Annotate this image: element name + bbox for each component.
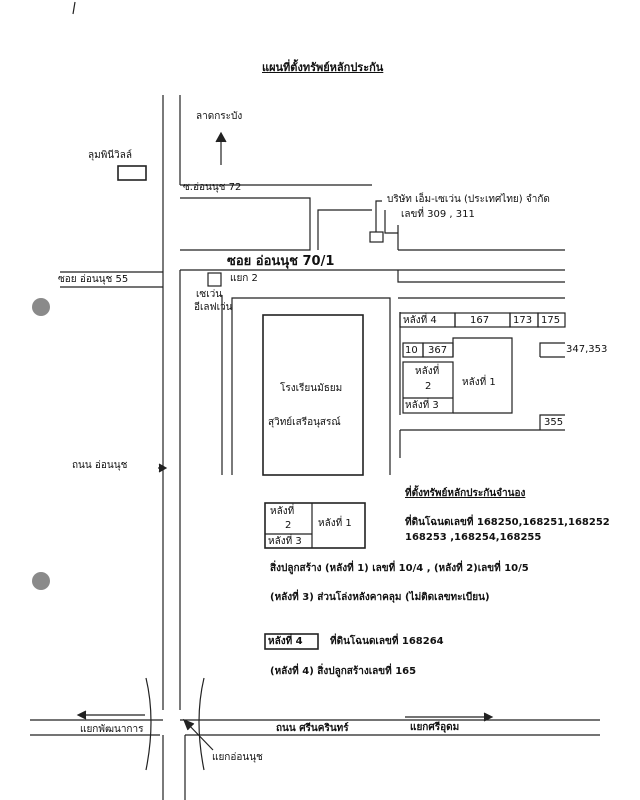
label-srinakarin: ถนน ศรีนครินทร์	[276, 723, 349, 734]
legend-deed-line1: ที่ดินโฉนดเลขที่ 168250,168251,168252	[405, 517, 610, 528]
legend-h4-building: (หลังที่ 4) สิ่งปลูกสร้างเลขที่ 165	[270, 666, 417, 677]
label-yaek-2: แยก 2	[230, 273, 258, 284]
label-lumpini: ลุมพินีวิลล์	[88, 150, 133, 161]
legend-heading: ที่ตั้งทรัพย์หลักประกันจำนอง	[405, 488, 526, 499]
label-soi-70-1: ซอย อ่อนนุช 70/1	[227, 254, 335, 269]
lot-h-2: 2	[425, 381, 432, 392]
legend-building: สิ่งปลูกสร้าง (หลังที่ 1) เลขที่ 10/4 , …	[270, 563, 529, 574]
label-soi-72: ซ.อ่อนนุช 72	[183, 182, 242, 193]
label-onnut-junction: แยกอ่อนนุช	[212, 752, 263, 763]
label-pattanakarn: แยกพัฒนาการ	[80, 724, 144, 735]
lot-173: 173	[513, 315, 533, 326]
punch-hole-bottom	[32, 572, 50, 590]
punch-hole-top	[32, 298, 50, 316]
legend-h4-deed: ที่ดินโฉนดเลขที่ 168264	[330, 636, 444, 647]
label-school-1: โรงเรียนมัธยม	[280, 383, 343, 394]
label-seven-eleven-2: อีเลฟเว่น	[194, 302, 233, 313]
legend-h1: หลังที่ 1	[318, 518, 352, 529]
legend-h4-box: หลังที่ 4	[268, 636, 303, 647]
legend-h3: หลังที่ 3	[268, 536, 302, 547]
lot-h-top: หลังที่	[415, 366, 440, 377]
lot-175: 175	[541, 315, 561, 326]
legend-h-top: หลังที่	[270, 506, 295, 517]
legend-h-2: 2	[285, 520, 292, 531]
lot-h4: หลังที่ 4	[403, 315, 437, 326]
label-school-2: สุวิทย์เสรีอนุสรณ์	[268, 417, 341, 428]
label-company: บริษัท เอ็ม-เซเว่น (ประเทศไทย) จำกัด	[387, 194, 550, 205]
lot-10: 10	[405, 345, 418, 356]
lot-h3: หลังที่ 3	[405, 400, 439, 411]
lot-347-353: 347,353	[566, 344, 608, 355]
legend-roof: (หลังที่ 3) ส่วนโล่งหลังคาคลุม (ไม่ติดเล…	[270, 592, 490, 603]
label-soi-55: ซอย อ่อนนุช 55	[58, 274, 129, 285]
lot-167: 167	[470, 315, 490, 326]
lot-367: 367	[428, 345, 448, 356]
label-company-number: เลขที่ 309 , 311	[401, 209, 475, 220]
label-seven-eleven-1: เซเว่น	[196, 289, 223, 300]
label-lat-krabang: ลาดกระบัง	[196, 111, 243, 122]
lot-h1: หลังที่ 1	[462, 377, 496, 388]
legend-deed-line2: 168253 ,168254,168255	[405, 532, 542, 543]
label-onnut-road: ถนน อ่อนนุช	[72, 460, 128, 471]
lot-355: 355	[544, 417, 564, 428]
label-sri-udom: แยกศรีอุดม	[410, 722, 460, 733]
page-title: แผนที่ตั้งทรัพย์หลักประกัน	[262, 61, 384, 74]
